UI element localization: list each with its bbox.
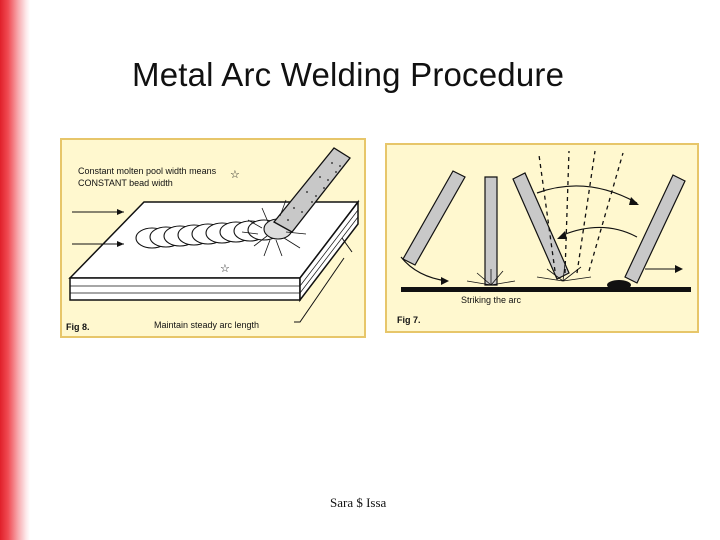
fig7-caption: Striking the arc xyxy=(461,295,522,305)
fig8-caption: Maintain steady arc length xyxy=(154,320,260,330)
fig8-annotation-line1: Constant molten pool width means xyxy=(78,166,217,176)
slide-footer-author: Sara $ Issa xyxy=(330,495,387,510)
svg-text:☆: ☆ xyxy=(230,168,240,181)
figure-steady-arc-length: ☆ ☆ Constant molten pool width means CON… xyxy=(60,138,366,338)
slide-title: Metal Arc Welding Procedure xyxy=(132,56,565,93)
fig8-annotation-line2: CONSTANT bead width xyxy=(78,178,173,188)
fig7-label: Fig 7. xyxy=(397,315,421,325)
svg-text:☆: ☆ xyxy=(220,262,230,275)
striking-arc-illustration xyxy=(400,150,691,292)
slide-edge-accent-bar xyxy=(0,0,30,540)
welding-plate-illustration: ☆ ☆ xyxy=(68,147,360,323)
fig8-label: Fig 8. xyxy=(66,322,90,332)
figure-striking-the-arc: Striking the arc Fig 7. xyxy=(385,143,699,333)
